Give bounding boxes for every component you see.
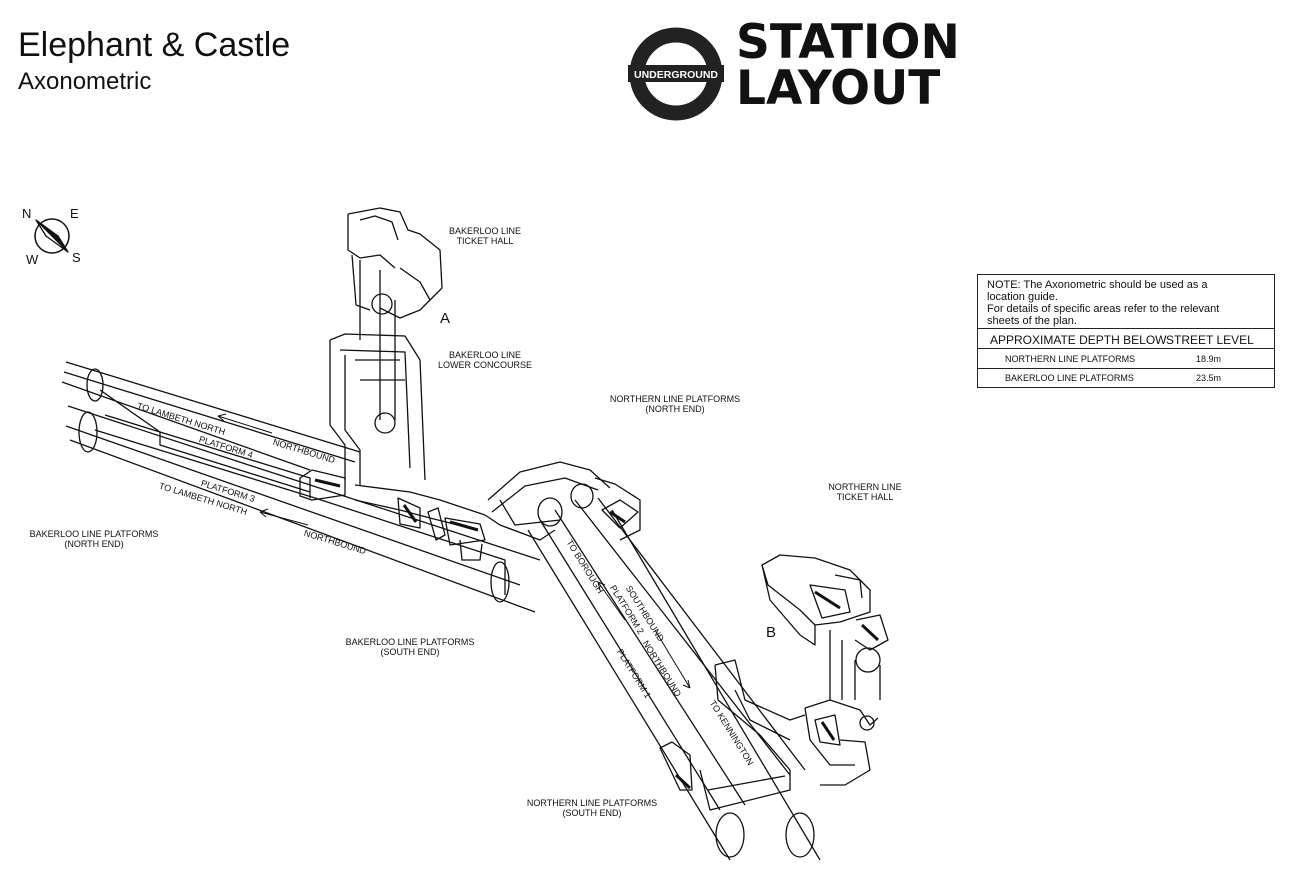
label-bakerloo-ticket-hall: BAKERLOO LINE TICKET HALL [448, 226, 522, 246]
northern-north-end [484, 461, 641, 541]
page-title: Elephant & Castle [18, 26, 291, 64]
page-subtitle: Axonometric [18, 68, 152, 95]
label-northern-ticket-hall: NORTHERN LINE TICKET HALL [828, 482, 902, 502]
note-divider [978, 328, 1274, 329]
heading-line-station: STATION [736, 15, 960, 70]
northern-ticket-hall [761, 554, 889, 786]
note-text: NOTE: The Axonometric should be used as … [987, 279, 1220, 327]
bakerloo-lower-concourse [299, 469, 486, 561]
compass-e-letter: E [70, 206, 79, 221]
note-divider [978, 348, 1274, 349]
note-box: NOTE: The Axonometric should be used as … [977, 274, 1275, 388]
bakerloo-tunnels [61, 361, 541, 613]
depth-row-value: 23.5m [1196, 373, 1222, 383]
compass-n-letter: N [22, 206, 31, 221]
depth-row-label: NORTHERN LINE PLATFORMS [1005, 354, 1136, 364]
depth-row-value: 18.9m [1196, 354, 1222, 364]
northern-platform-tunnels [527, 497, 821, 861]
compass-s-letter: S [72, 250, 81, 265]
point-b-label: B [766, 624, 777, 641]
roundel-bar [628, 65, 724, 82]
bakerloo-ticket-hall [329, 207, 443, 485]
station-layout-heading: STATION LAYOUT [736, 15, 960, 116]
roundel-bar-text: UNDERGROUND [634, 69, 718, 81]
point-a-label: A [440, 310, 451, 327]
depth-row-label: BAKERLOO LINE PLATFORMS [1005, 373, 1134, 383]
note-divider [978, 368, 1274, 369]
label-bakerloo-south-end: BAKERLOO LINE PLATFORMS (SOUTH END) [345, 637, 475, 657]
label-bakerloo-north-end: BAKERLOO LINE PLATFORMS (NORTH END) [29, 529, 159, 549]
direction-arrows [217, 413, 691, 689]
label-northern-north-end: NORTHERN LINE PLATFORMS (NORTH END) [609, 394, 741, 414]
compass-w-letter: W [26, 252, 39, 267]
underground-roundel-logo: UNDERGROUND [628, 27, 724, 121]
label-northern-south-end: NORTHERN LINE PLATFORMS (SOUTH END) [526, 798, 658, 818]
compass-icon: N E S W [22, 206, 81, 267]
depth-header-left: APPROXIMATE DEPTH BELOW [990, 333, 1167, 347]
label-bakerloo-lower-concourse: BAKERLOO LINE LOWER CONCOURSE [437, 350, 532, 370]
depth-header-right: STREET LEVEL [1166, 333, 1254, 347]
heading-line-layout: LAYOUT [736, 61, 941, 116]
